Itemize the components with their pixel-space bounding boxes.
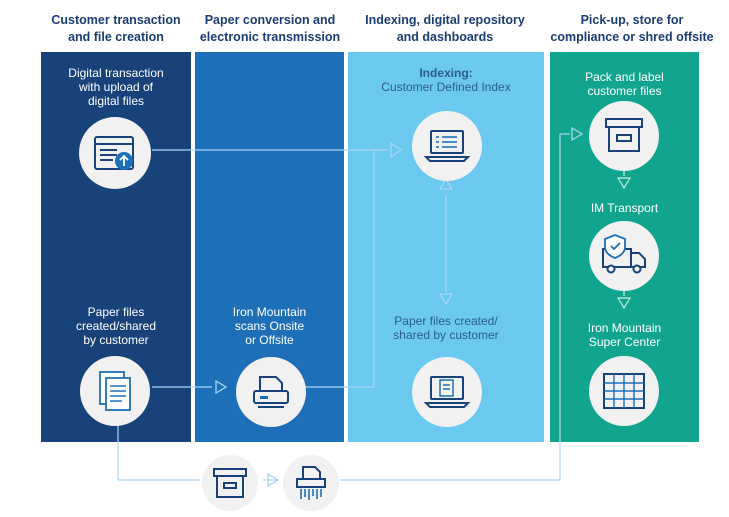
transport-label: IM Transport — [590, 201, 659, 215]
paper-files-icon — [80, 356, 150, 426]
shred-box-icon — [202, 455, 258, 511]
arrow-to-shredder — [267, 472, 280, 488]
index-laptop-icon — [412, 111, 482, 181]
upload-window-icon — [79, 117, 151, 189]
arrow-to-scanner — [215, 379, 228, 395]
arrow-to-pack — [571, 126, 584, 142]
shredder-icon — [283, 455, 339, 511]
document-laptop-icon — [412, 357, 482, 427]
arrow-down-laptop — [438, 293, 454, 306]
indexing-label: Indexing: Customer Defined Index — [381, 66, 511, 94]
storage-box-icon — [589, 101, 659, 171]
arrow-up-index — [438, 177, 454, 190]
arrow-to-index — [390, 141, 403, 159]
scanner-icon — [236, 357, 306, 427]
transport-truck-icon — [589, 221, 659, 291]
paper-created-label: Paper files created/shared by customer — [393, 314, 499, 342]
super-center-building-icon — [589, 356, 659, 426]
